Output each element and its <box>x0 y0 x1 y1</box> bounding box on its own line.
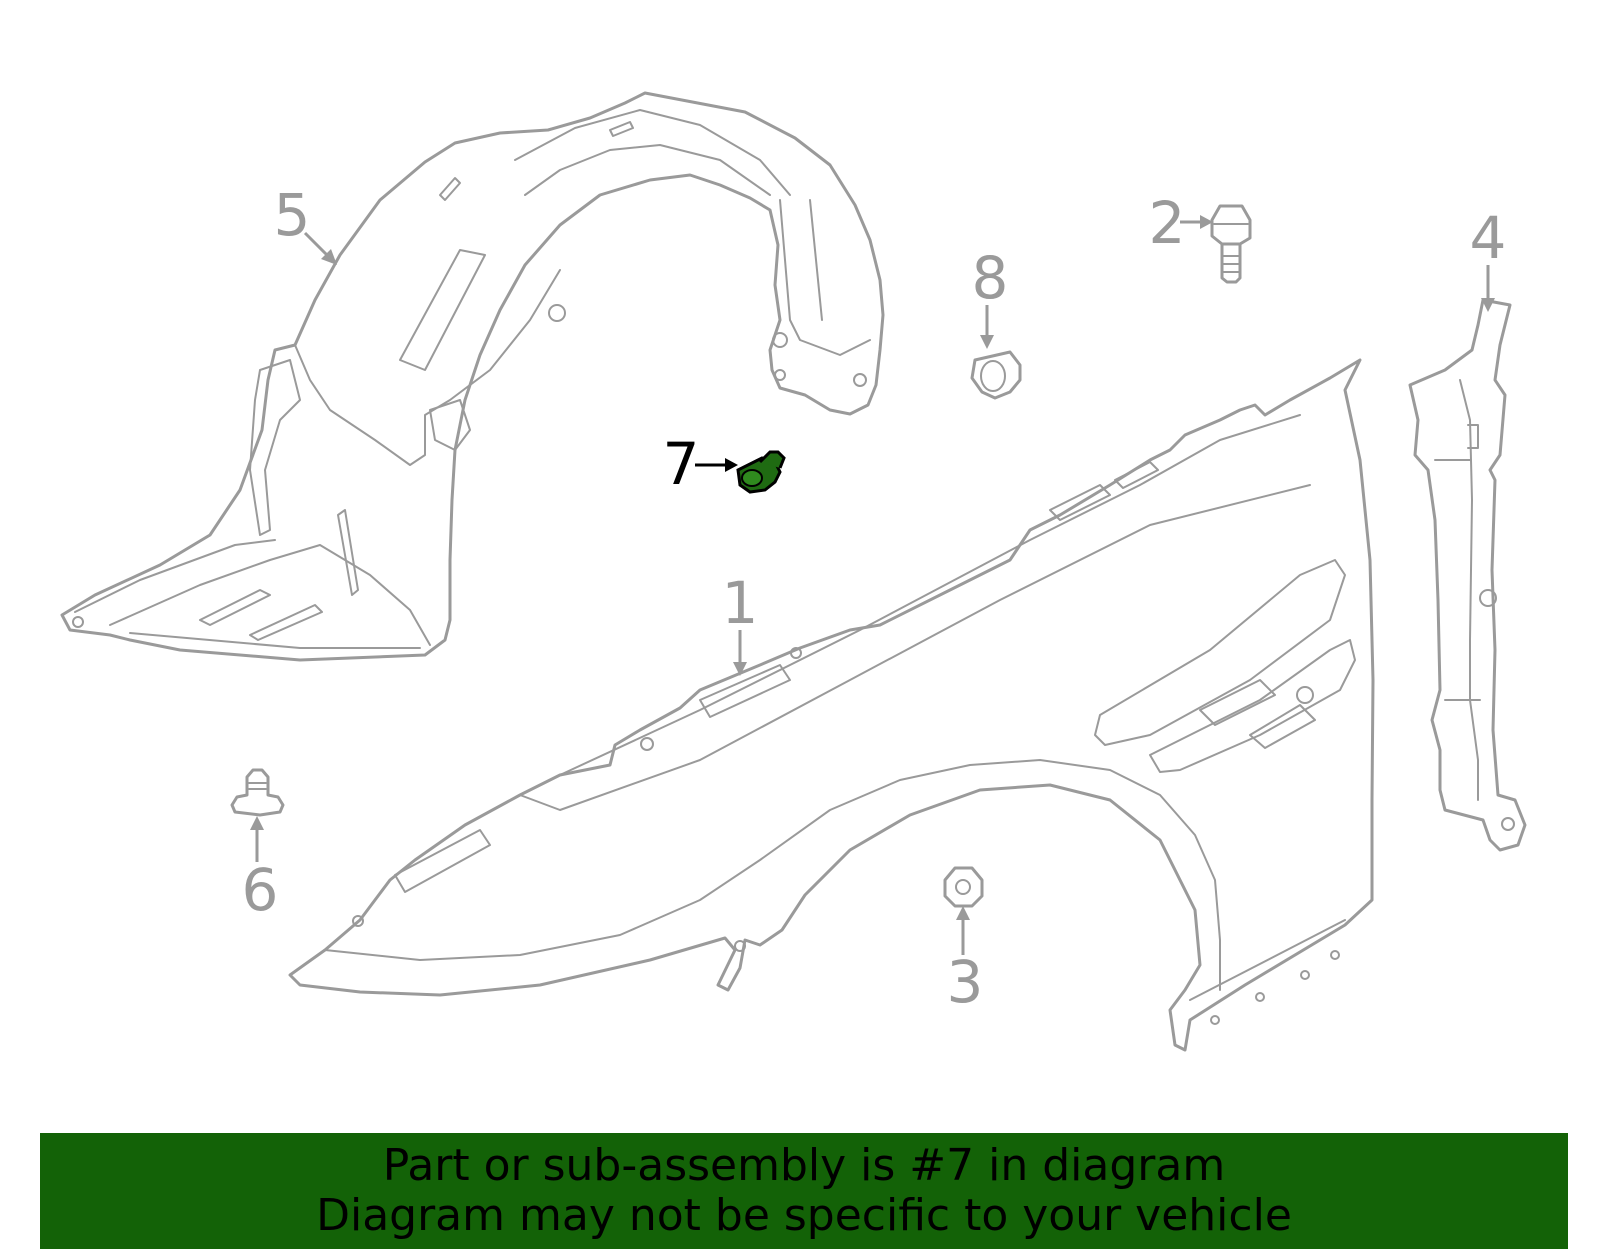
callout-8[interactable]: 8 <box>972 244 1009 312</box>
callout-6[interactable]: 6 <box>242 856 279 924</box>
part-4-bracket[interactable] <box>1408 298 1527 852</box>
callout-1[interactable]: 1 <box>722 569 759 637</box>
arrowhead-5 <box>321 249 337 265</box>
callout-5[interactable]: 5 <box>274 181 311 249</box>
callout-arrows <box>250 215 1495 955</box>
part-3-nut[interactable] <box>943 866 984 908</box>
callout-3[interactable]: 3 <box>947 948 984 1016</box>
callout-2[interactable]: 2 <box>1149 189 1186 257</box>
arrowhead-1 <box>733 662 747 676</box>
callout-numbers: 1 2 3 4 5 6 7 8 <box>242 181 1507 1016</box>
part-7-screw[interactable] <box>736 450 786 494</box>
part-5-fender-liner[interactable] <box>60 91 885 662</box>
arrow-5 <box>303 231 329 257</box>
part-1-fender[interactable] <box>288 358 1375 1052</box>
callout-4[interactable]: 4 <box>1470 204 1507 272</box>
arrowhead-7 <box>725 458 738 472</box>
banner-line-1: Part or sub-assembly is #7 in diagram <box>382 1140 1226 1191</box>
arrowhead-3 <box>956 906 970 920</box>
callout-7[interactable]: 7 <box>663 430 700 498</box>
info-banner: Part or sub-assembly is #7 in diagram Di… <box>40 1133 1568 1249</box>
part-6-clip[interactable] <box>230 768 285 817</box>
arrowhead-2 <box>1200 215 1213 229</box>
banner-line-2: Diagram may not be specific to your vehi… <box>316 1190 1292 1241</box>
arrowhead-8 <box>980 335 994 349</box>
part-2-bolt[interactable] <box>1210 204 1252 284</box>
part-8-clip[interactable] <box>970 350 1022 400</box>
arrowhead-6 <box>250 816 264 830</box>
arrowhead-4 <box>1481 298 1495 312</box>
